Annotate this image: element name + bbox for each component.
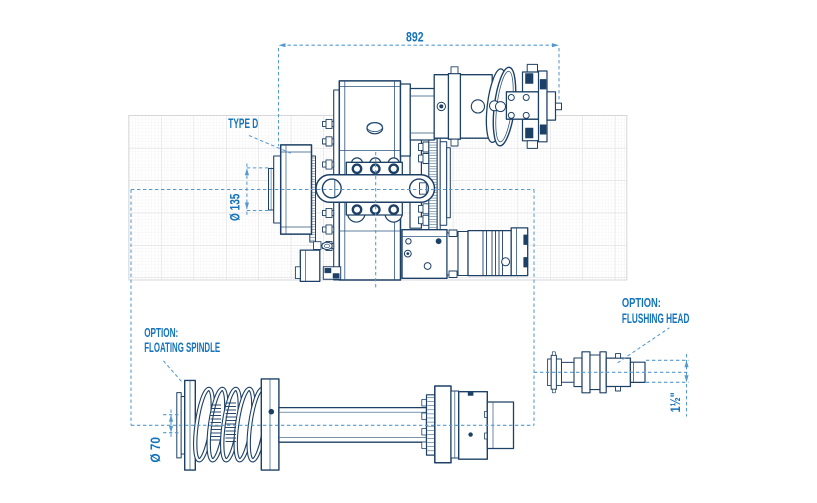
svg-text:FLOATING SPINDLE: FLOATING SPINDLE [144,340,220,355]
svg-text:OPTION:: OPTION: [144,325,178,340]
svg-text:Ø 70: Ø 70 [148,437,163,463]
svg-text:FLUSHING HEAD: FLUSHING HEAD [622,311,690,326]
svg-text:OPTION:: OPTION: [622,295,661,310]
svg-text:TYPE D: TYPE D [228,116,258,131]
svg-text:892: 892 [406,29,424,44]
svg-text:1½": 1½" [668,392,683,412]
svg-text:Ø 135: Ø 135 [228,193,243,221]
